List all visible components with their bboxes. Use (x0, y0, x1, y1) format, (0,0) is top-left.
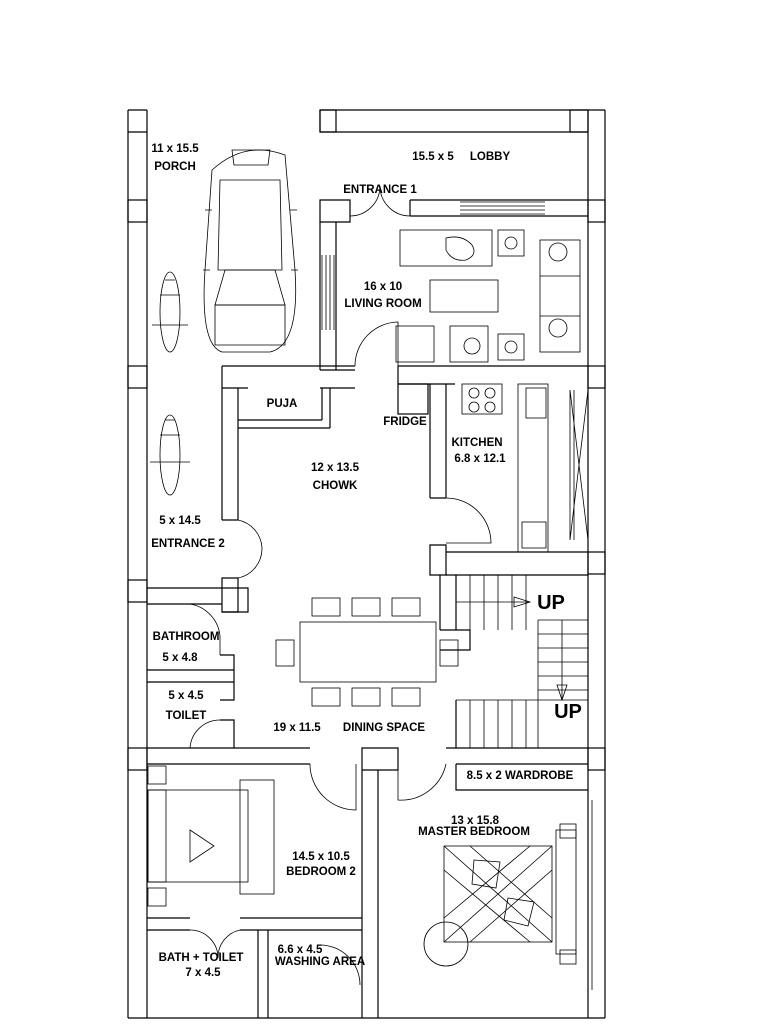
bed-icon (147, 765, 275, 907)
dining-table-icon (275, 597, 459, 707)
living-label: LIVING ROOM (344, 298, 421, 310)
interior-walls (147, 199, 588, 1018)
bed2-dim-label: 14.5 x 10.5 (292, 851, 350, 863)
kitchen-counter-icon (461, 383, 549, 553)
lobby-label: LOBBY (470, 151, 511, 163)
staircase-icon (455, 575, 588, 748)
porch-dim-label: 11 x 15.5 (151, 143, 199, 155)
doors (189, 185, 492, 986)
dining-label: DINING SPACE (343, 722, 426, 734)
washing-dim-label: 6.6 x 4.5 (278, 944, 323, 956)
puja-label: PUJA (267, 398, 298, 410)
motorbike-icon (150, 271, 190, 496)
bath-toilet-label: BATH + TOILET (159, 952, 244, 964)
porch-label: PORCH (154, 161, 196, 173)
bathroom-dim-label: 5 x 4.8 (162, 652, 198, 664)
entrance1-label: ENTRANCE 1 (343, 184, 417, 196)
room-labels: 11 x 15.5 PORCH 15.5 x 5 LOBBY ENTRANCE … (151, 143, 582, 979)
toilet-label: TOILET (166, 710, 207, 722)
master-bed-icon (423, 823, 577, 967)
windows (321, 201, 593, 990)
bed2-label: BEDROOM 2 (286, 866, 356, 878)
living-dim-label: 16 x 10 (364, 281, 402, 293)
dining-dim-label: 19 x 11.5 (273, 722, 321, 734)
toilet-dim-label: 5 x 4.5 (168, 690, 204, 702)
master-label: MASTER BEDROOM (418, 826, 530, 838)
kitchen-label: KITCHEN (451, 437, 502, 449)
lobby-dim-label: 15.5 x 5 (412, 151, 454, 163)
bathroom-label: BATHROOM (153, 631, 220, 643)
entrance2-label: ENTRANCE 2 (151, 538, 224, 550)
entrance2-dim-label: 5 x 14.5 (159, 515, 201, 527)
wardrobe-label: 8.5 x 2 WARDROBE (467, 770, 574, 782)
washing-label: WASHING AREA (275, 956, 365, 968)
kitchen-dim-label: 6.8 x 12.1 (454, 453, 506, 465)
chowk-dim-label: 12 x 13.5 (311, 462, 360, 474)
fridge-label: FRIDGE (383, 416, 427, 428)
outer-walls (127, 109, 606, 1019)
sofa-icon (395, 229, 581, 363)
master-dim-label: 13 x 15.8 (451, 815, 500, 827)
bath-toilet-dim-label: 7 x 4.5 (185, 967, 221, 979)
stairs-up-label-1: UP (537, 592, 565, 614)
chowk-label: CHOWK (313, 480, 358, 492)
car-icon (203, 149, 298, 353)
stairs-up-label-2: UP (554, 701, 582, 723)
